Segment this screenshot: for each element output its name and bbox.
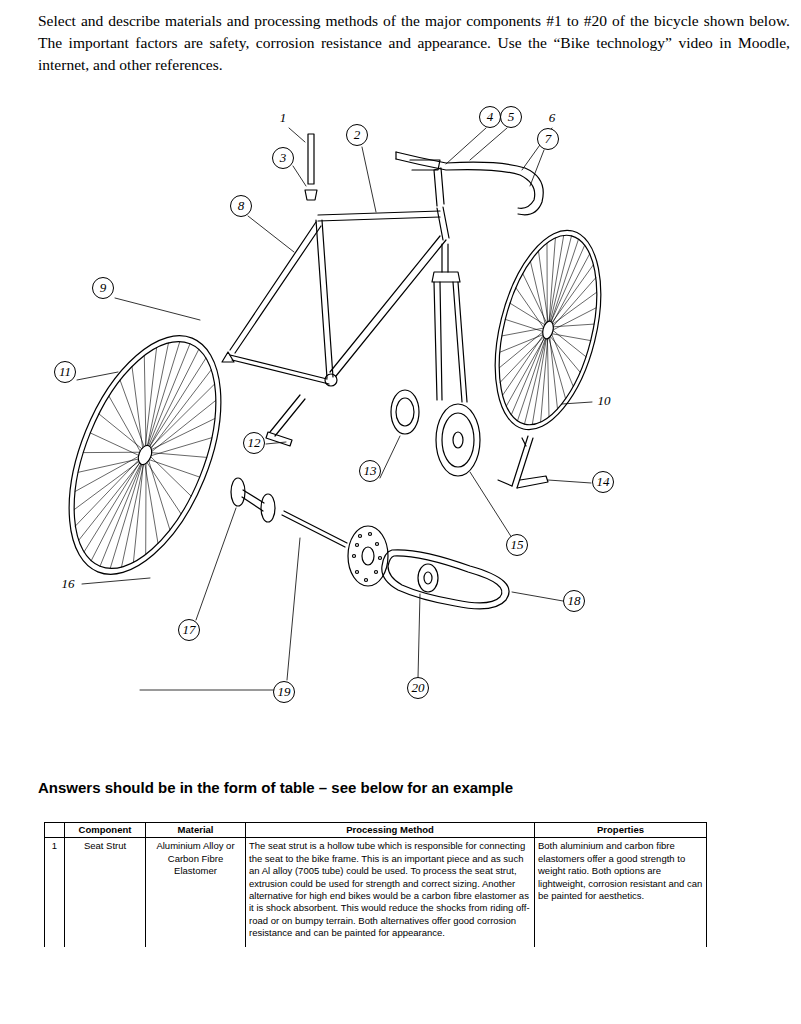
table-cell: Both aluminium and carbon fibre elastome…: [534, 838, 707, 946]
table-cell: Aluminium Alloy or Carbon Fibre Elastome…: [145, 838, 245, 946]
table-header: Processing Method: [246, 823, 534, 837]
callout-number: 14: [592, 471, 614, 493]
wheel-spokes: [74, 342, 216, 569]
wheel-spokes: [499, 236, 596, 425]
frame: [222, 207, 449, 386]
callout-number: 19: [273, 681, 295, 703]
callout-number: 5: [500, 106, 522, 128]
chain: [382, 550, 509, 609]
rear-hub: [136, 443, 155, 466]
handlebar: [396, 152, 543, 215]
callout-number: 9: [92, 277, 114, 299]
table-cell-text: 1: [45, 838, 64, 854]
callout-number: 13: [359, 460, 381, 482]
rear-hub-assembly: [231, 478, 275, 522]
table-header: Component: [65, 823, 145, 837]
table-cell-text: Seat Strut: [65, 838, 145, 854]
fork: [432, 244, 467, 402]
axle: [282, 511, 347, 547]
table-header-cell: Processing Method: [245, 822, 534, 838]
left-crank: [266, 395, 305, 446]
front-hub: [541, 320, 555, 340]
table-cell: The seat strut is a hollow tube which is…: [245, 838, 534, 946]
callout-number: 16: [60, 574, 77, 594]
table-cell: 1: [44, 838, 64, 946]
instruction-text: Select and describe materials and proces…: [38, 10, 790, 76]
chainrings: [391, 390, 480, 476]
table-header-cell: [44, 822, 64, 838]
callout-number: 1: [278, 108, 289, 128]
freewheel: [348, 526, 388, 586]
seat-post: [305, 134, 317, 200]
callout-number: 8: [230, 195, 252, 217]
callout-number: 18: [563, 590, 585, 612]
table-cell: Seat Strut: [64, 838, 145, 946]
table-header-cell: Material: [145, 822, 245, 838]
callout-number: 10: [596, 391, 613, 411]
callout-number: 17: [178, 619, 200, 641]
table-header-cell: Component: [64, 822, 145, 838]
table-header: Properties: [535, 823, 706, 837]
callout-number: 7: [537, 128, 559, 150]
callout-number: 3: [272, 147, 294, 169]
callout-number: 11: [54, 361, 76, 383]
rear-rim-inner: [45, 322, 244, 589]
table-header: Material: [146, 823, 245, 837]
callout-number: 2: [346, 124, 368, 146]
table-cell-text: The seat strut is a hollow tube which is…: [246, 838, 534, 941]
table-cell-text: Aluminium Alloy or Carbon Fibre Elastome…: [146, 838, 245, 879]
section-heading: Answers should be in the form of table –…: [38, 779, 513, 796]
leader-lines: [77, 128, 592, 690]
callout-number: 4: [479, 106, 501, 128]
right-crank: [498, 436, 548, 488]
front-rim-inner: [482, 225, 614, 435]
front-rim: [477, 219, 620, 440]
callout-number: 12: [243, 432, 265, 454]
callout-number: 6: [547, 108, 558, 128]
table-header-cell: Properties: [534, 822, 707, 838]
callout-number: 15: [506, 534, 528, 556]
table-cell-text: Both aluminium and carbon fibre elastome…: [535, 838, 706, 904]
callout-number: 20: [407, 677, 429, 699]
